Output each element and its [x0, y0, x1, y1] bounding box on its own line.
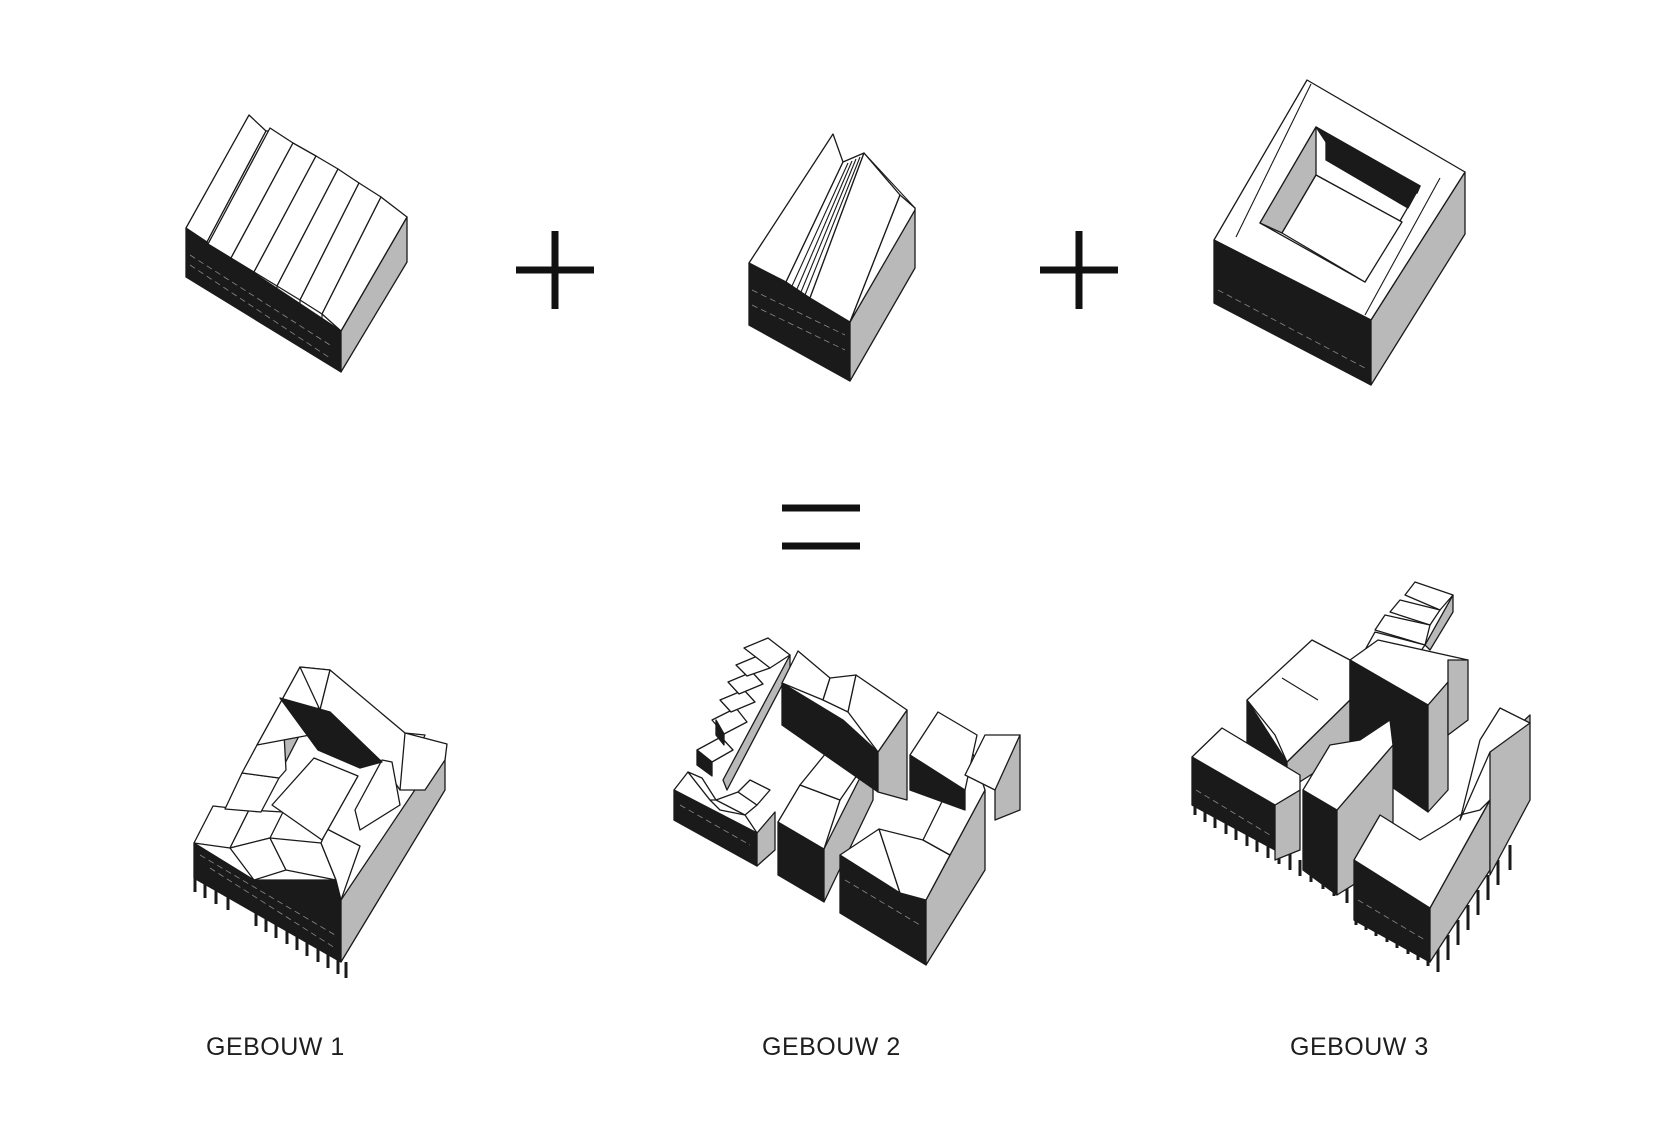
- gebouw-1-model: [193, 666, 448, 978]
- gebouw-3-label: GEBOUW 3: [1290, 1033, 1429, 1061]
- gebouw-2-label: GEBOUW 2: [762, 1033, 901, 1061]
- plus-operator-2: [1040, 231, 1118, 309]
- gebouw-2-model: [673, 637, 1021, 966]
- valley-hatching: [791, 156, 861, 296]
- sawtooth-roof-block: [185, 114, 408, 373]
- equals-operator: [782, 504, 860, 550]
- gable-roof-block: [748, 133, 916, 382]
- plus-operator-1: [516, 231, 594, 309]
- courtyard-block: [1213, 79, 1466, 386]
- gebouw-3-model: [1191, 581, 1531, 972]
- gebouw-1-label: GEBOUW 1: [206, 1033, 345, 1061]
